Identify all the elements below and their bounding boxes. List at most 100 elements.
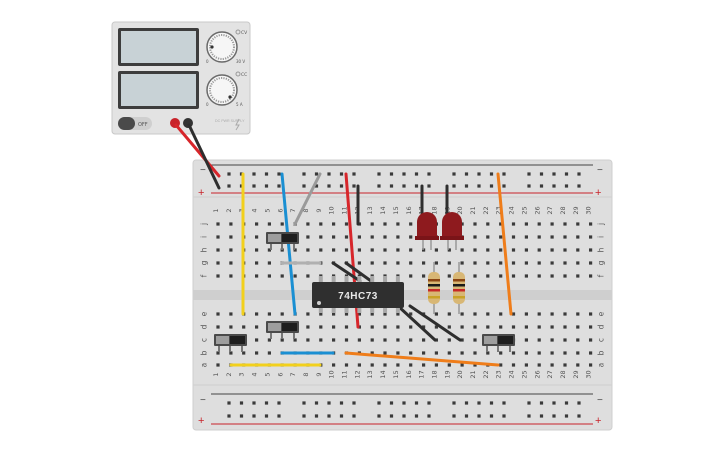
led-2[interactable] bbox=[440, 212, 464, 250]
rail-hole[interactable] bbox=[252, 172, 256, 176]
breadboard-hole[interactable] bbox=[576, 222, 580, 226]
rail-hole[interactable] bbox=[352, 184, 356, 188]
breadboard-hole[interactable] bbox=[370, 312, 374, 316]
breadboard-hole[interactable] bbox=[550, 363, 554, 367]
breadboard-hole[interactable] bbox=[511, 325, 516, 329]
breadboard-hole[interactable] bbox=[409, 261, 413, 265]
breadboard-hole[interactable] bbox=[511, 235, 516, 239]
breadboard-hole[interactable] bbox=[370, 338, 374, 342]
breadboard-hole[interactable] bbox=[280, 312, 284, 316]
breadboard-hole[interactable] bbox=[383, 312, 387, 316]
rail-hole[interactable] bbox=[377, 401, 381, 405]
breadboard-hole[interactable] bbox=[537, 222, 541, 226]
rail-hole[interactable] bbox=[527, 184, 531, 188]
breadboard-hole[interactable] bbox=[293, 338, 297, 342]
breadboard-hole[interactable] bbox=[563, 325, 567, 329]
breadboard-hole[interactable] bbox=[589, 351, 593, 355]
breadboard-hole[interactable] bbox=[473, 222, 477, 226]
rail-hole[interactable] bbox=[327, 184, 331, 188]
breadboard-hole[interactable] bbox=[550, 312, 554, 316]
slide-switch-2[interactable] bbox=[266, 321, 299, 339]
rail-hole[interactable] bbox=[564, 172, 569, 176]
breadboard-hole[interactable] bbox=[229, 274, 233, 278]
breadboard-hole[interactable] bbox=[409, 338, 413, 342]
breadboard-hole[interactable] bbox=[473, 261, 477, 265]
breadboard-hole[interactable] bbox=[306, 222, 310, 226]
breadboard-hole[interactable] bbox=[550, 235, 554, 239]
breadboard-hole[interactable] bbox=[383, 351, 387, 355]
breadboard-hole[interactable] bbox=[370, 351, 374, 355]
breadboard-hole[interactable] bbox=[434, 325, 438, 329]
breadboard-hole[interactable] bbox=[255, 274, 259, 278]
wire-orange[interactable] bbox=[496, 172, 513, 316]
breadboard-hole[interactable] bbox=[486, 325, 490, 329]
wire-black-chip-1[interactable] bbox=[331, 261, 362, 283]
breadboard-hole[interactable] bbox=[306, 235, 310, 239]
voltage-knob[interactable] bbox=[206, 31, 238, 63]
rail-hole[interactable] bbox=[577, 172, 581, 176]
breadboard-hole[interactable] bbox=[267, 248, 271, 252]
wire-gray[interactable] bbox=[293, 172, 322, 226]
breadboard-hole[interactable] bbox=[524, 338, 528, 342]
breadboard-hole[interactable] bbox=[396, 351, 400, 355]
rail-hole[interactable] bbox=[414, 172, 419, 176]
breadboard-hole[interactable] bbox=[267, 338, 271, 342]
breadboard-hole[interactable] bbox=[589, 235, 593, 239]
breadboard-hole[interactable] bbox=[589, 222, 593, 226]
rail-hole[interactable] bbox=[352, 401, 356, 405]
breadboard-hole[interactable] bbox=[434, 261, 438, 265]
breadboard-hole[interactable] bbox=[499, 235, 503, 239]
breadboard-hole[interactable] bbox=[306, 248, 310, 252]
breadboard-hole[interactable] bbox=[537, 351, 541, 355]
breadboard-hole[interactable] bbox=[319, 222, 323, 226]
breadboard-hole[interactable] bbox=[216, 222, 220, 226]
rail-hole[interactable] bbox=[489, 184, 494, 188]
breadboard-hole[interactable] bbox=[422, 338, 426, 342]
breadboard-hole[interactable] bbox=[434, 351, 438, 355]
breadboard-hole[interactable] bbox=[486, 312, 490, 316]
breadboard-hole[interactable] bbox=[255, 338, 259, 342]
breadboard-hole[interactable] bbox=[589, 274, 593, 278]
breadboard-hole[interactable] bbox=[434, 248, 438, 252]
rail-hole[interactable] bbox=[489, 172, 494, 176]
rail-hole[interactable] bbox=[252, 401, 256, 405]
negative-terminal[interactable] bbox=[183, 118, 193, 128]
rail-hole[interactable] bbox=[389, 172, 394, 176]
breadboard-hole[interactable] bbox=[357, 312, 361, 316]
breadboard-hole[interactable] bbox=[229, 235, 233, 239]
breadboard-hole[interactable] bbox=[306, 325, 310, 329]
led-1[interactable] bbox=[415, 212, 439, 250]
rail-hole[interactable] bbox=[277, 401, 281, 405]
breadboard-hole[interactable] bbox=[332, 363, 336, 367]
breadboard-hole[interactable] bbox=[473, 312, 477, 316]
rail-hole[interactable] bbox=[277, 184, 281, 188]
breadboard-hole[interactable] bbox=[473, 248, 477, 252]
breadboard-hole[interactable] bbox=[267, 222, 271, 226]
breadboard-hole[interactable] bbox=[460, 222, 464, 226]
breadboard-hole[interactable] bbox=[319, 325, 323, 329]
breadboard-hole[interactable] bbox=[229, 351, 233, 355]
rail-hole[interactable] bbox=[239, 401, 244, 405]
breadboard-hole[interactable] bbox=[242, 351, 246, 355]
breadboard-hole[interactable] bbox=[344, 312, 349, 316]
breadboard-hole[interactable] bbox=[563, 312, 567, 316]
wire-black-out-2[interactable] bbox=[408, 304, 462, 342]
slide-switch-3[interactable] bbox=[214, 334, 247, 352]
breadboard-hole[interactable] bbox=[409, 248, 413, 252]
rail-hole[interactable] bbox=[327, 414, 331, 418]
breadboard-hole[interactable] bbox=[396, 261, 400, 265]
breadboard-hole[interactable] bbox=[550, 222, 554, 226]
breadboard-hole[interactable] bbox=[460, 363, 464, 367]
breadboard-hole[interactable] bbox=[447, 325, 451, 329]
breadboard-hole[interactable] bbox=[370, 363, 374, 367]
rail-hole[interactable] bbox=[377, 172, 381, 176]
breadboard-hole[interactable] bbox=[589, 325, 593, 329]
rail-hole[interactable] bbox=[502, 414, 506, 418]
rail-hole[interactable] bbox=[339, 414, 344, 418]
breadboard-hole[interactable] bbox=[511, 363, 516, 367]
breadboard-hole[interactable] bbox=[563, 338, 567, 342]
rail-hole[interactable] bbox=[402, 401, 406, 405]
slide-switch-1[interactable] bbox=[266, 232, 299, 250]
breadboard-hole[interactable] bbox=[524, 235, 528, 239]
breadboard-hole[interactable] bbox=[563, 248, 567, 252]
